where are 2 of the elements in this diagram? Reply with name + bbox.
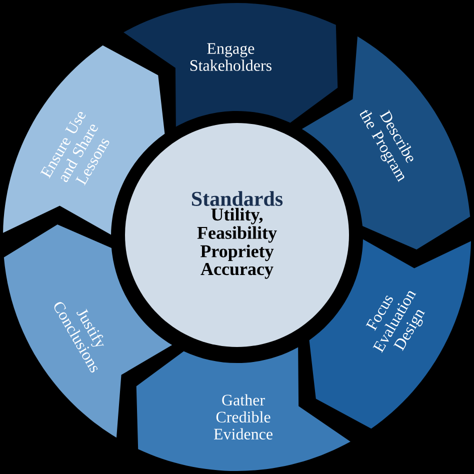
arrow-segment: Engage Stakeholders — [124, 3, 338, 127]
arrow-segment: Gather Credible Evidence — [136, 347, 350, 471]
